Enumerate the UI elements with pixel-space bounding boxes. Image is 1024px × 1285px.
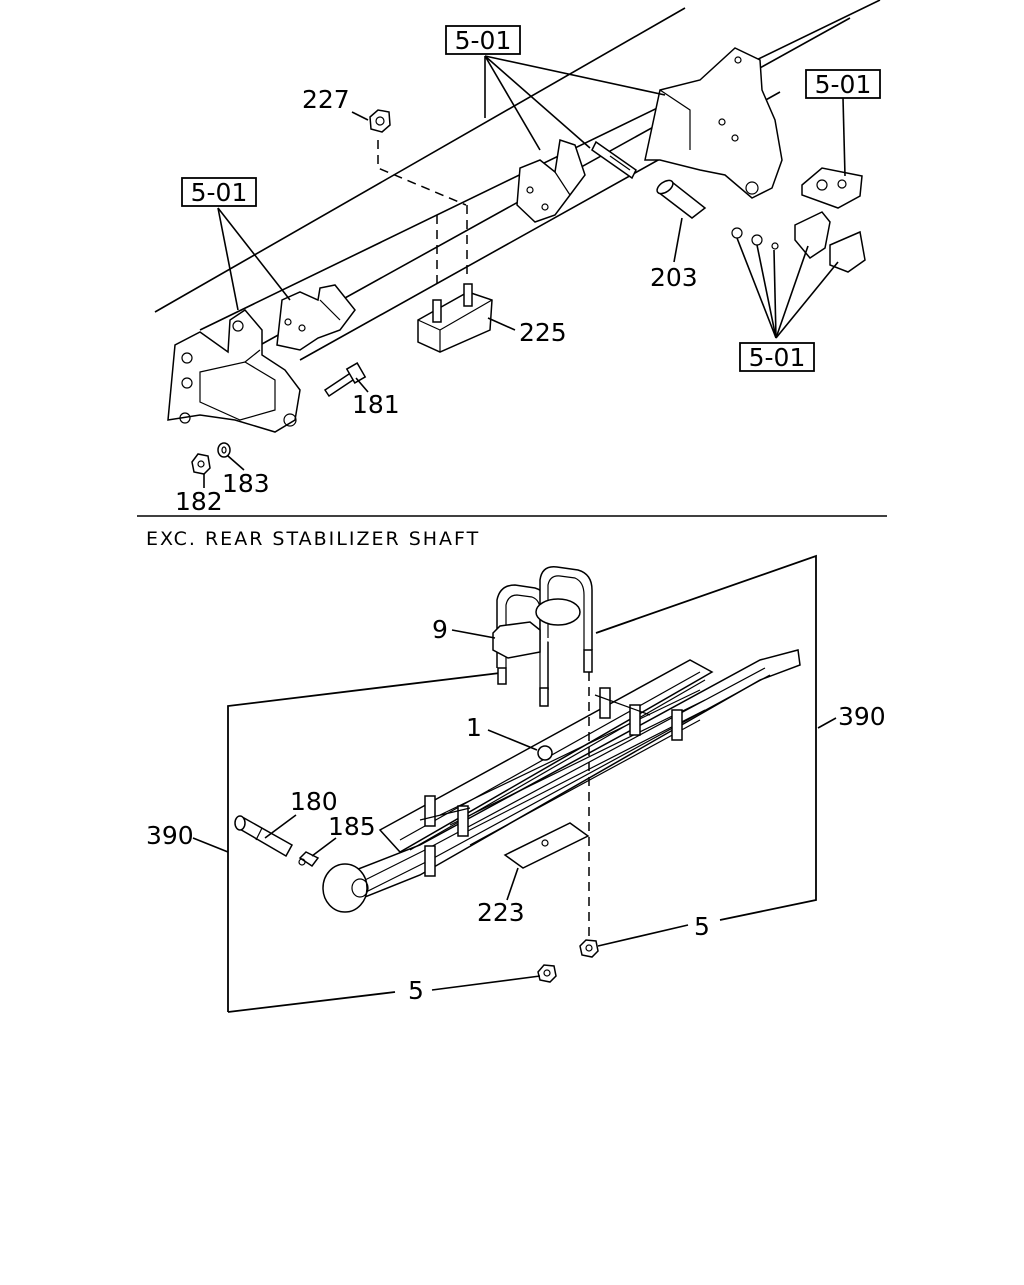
nut-5-right <box>579 939 599 958</box>
nut-5-left <box>537 964 557 983</box>
part-number-183[interactable]: 183 <box>222 469 270 498</box>
ref-box-top-center[interactable]: 5-01 <box>445 25 521 55</box>
part-number-223[interactable]: 223 <box>477 898 525 927</box>
part-number-390-right[interactable]: 390 <box>838 702 886 731</box>
spring-clips <box>419 687 683 877</box>
ref-label: 5-01 <box>749 343 806 372</box>
leader-lines-top <box>203 55 846 488</box>
ref-label: 5-01 <box>815 70 872 99</box>
part-number-5-left[interactable]: 5 <box>408 976 424 1005</box>
front-spring-hanger <box>644 47 783 199</box>
spring-pin-180 <box>234 815 294 858</box>
ref-box-right-bottom[interactable]: 5-01 <box>739 342 815 372</box>
assembly-frame-right <box>595 554 817 921</box>
frame-hanger-bracket-left <box>276 284 356 351</box>
washer-183 <box>217 442 231 458</box>
part-number-5-right[interactable]: 5 <box>694 912 710 941</box>
bump-stopper-225 <box>417 283 493 353</box>
bushing-203 <box>656 179 707 219</box>
leaf-spring-1 <box>328 649 801 906</box>
u-bolts-9 <box>492 566 593 707</box>
part-number-227[interactable]: 227 <box>302 85 350 114</box>
rear-spring-bracket <box>167 309 301 433</box>
part-number-180[interactable]: 180 <box>290 787 338 816</box>
part-number-185[interactable]: 185 <box>328 812 376 841</box>
nut-182 <box>191 453 211 475</box>
front-hanger-bolt <box>591 140 637 180</box>
part-number-225[interactable]: 225 <box>519 318 567 347</box>
part-number-390-left[interactable]: 390 <box>146 821 194 850</box>
ref-label: 5-01 <box>455 26 512 55</box>
spacer-plate-223 <box>503 822 590 869</box>
part-number-9[interactable]: 9 <box>432 615 448 644</box>
frame-hanger-bracket-middle <box>516 139 586 223</box>
leader-lines-bottom <box>192 629 837 991</box>
part-number-181[interactable]: 181 <box>352 390 400 419</box>
spring-eye <box>322 863 369 913</box>
part-number-182[interactable]: 182 <box>175 487 223 516</box>
grease-fitting-185 <box>298 851 320 868</box>
nut-227 <box>369 109 391 133</box>
ref-box-left[interactable]: 5-01 <box>181 177 257 207</box>
center-bolt <box>537 745 553 761</box>
section-title: EXC. REAR STABILIZER SHAFT <box>146 528 480 550</box>
ref-label: 5-01 <box>191 178 248 207</box>
assembly-guides <box>377 140 468 290</box>
part-number-1[interactable]: 1 <box>466 713 482 742</box>
ref-box-right-top[interactable]: 5-01 <box>805 69 881 99</box>
assembly-frame-bottom <box>227 991 396 1013</box>
hanger-plates <box>731 167 866 273</box>
assembly-frame-left <box>227 672 501 1012</box>
part-number-203[interactable]: 203 <box>650 263 698 292</box>
